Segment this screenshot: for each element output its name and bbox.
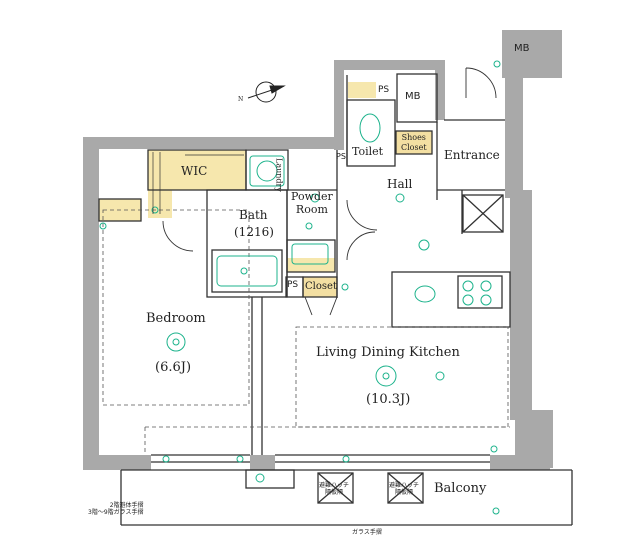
ps-toilet-label: PS — [336, 152, 346, 161]
mb-inner-label: MB — [405, 91, 421, 102]
ceiling-dashes — [102, 209, 510, 455]
handrail-note: 2階避体手摺 3階～9階ガラス手摺 — [88, 502, 144, 517]
laundry-fill — [287, 258, 335, 272]
laundry-label: Laundry — [274, 158, 284, 192]
door-swings — [162, 67, 497, 316]
closet-fill — [303, 277, 337, 297]
bath-label: Bath — [239, 208, 268, 222]
balcony-label: Balcony — [434, 481, 487, 496]
wic-fill — [148, 150, 246, 190]
toilet-label: Toilet — [352, 145, 384, 158]
ps-top-fill — [348, 82, 376, 98]
shoes-closet-label: Shoes Closet — [401, 133, 427, 152]
bedroom-size-label: (6.6J) — [155, 360, 192, 375]
bedroom-label: Bedroom — [146, 311, 206, 326]
hatch-left-note: 避難ハッチ 隔板隔 — [319, 482, 350, 497]
ldk-size-label: (10.3J) — [366, 392, 411, 407]
closet-label: Closet — [305, 281, 337, 292]
interior-walls — [98, 73, 573, 526]
compass-icon: N — [238, 81, 286, 103]
glass-handrail-note: ガラス手摺 — [352, 529, 382, 536]
bath-size-label: (1216) — [234, 225, 274, 239]
shoes-closet-fill — [396, 131, 432, 154]
powder-room-label: Powder Room — [291, 190, 333, 216]
ps-closet-label: PS — [287, 280, 299, 290]
svg-text:N: N — [238, 96, 243, 103]
wic-label: WIC — [181, 164, 208, 178]
fixtures — [99, 60, 501, 515]
hall-label: Hall — [387, 177, 413, 191]
hatch-right-note: 避難ハッチ 隔板隔 — [389, 482, 420, 497]
wic-shelf-lines — [152, 152, 244, 214]
ps-top-label: PS — [378, 85, 390, 95]
entrance-label: Entrance — [444, 148, 500, 162]
ldk-label: Living Dining Kitchen — [316, 345, 460, 360]
mb-top-label: MB — [514, 43, 530, 54]
structural-walls — [83, 30, 562, 470]
